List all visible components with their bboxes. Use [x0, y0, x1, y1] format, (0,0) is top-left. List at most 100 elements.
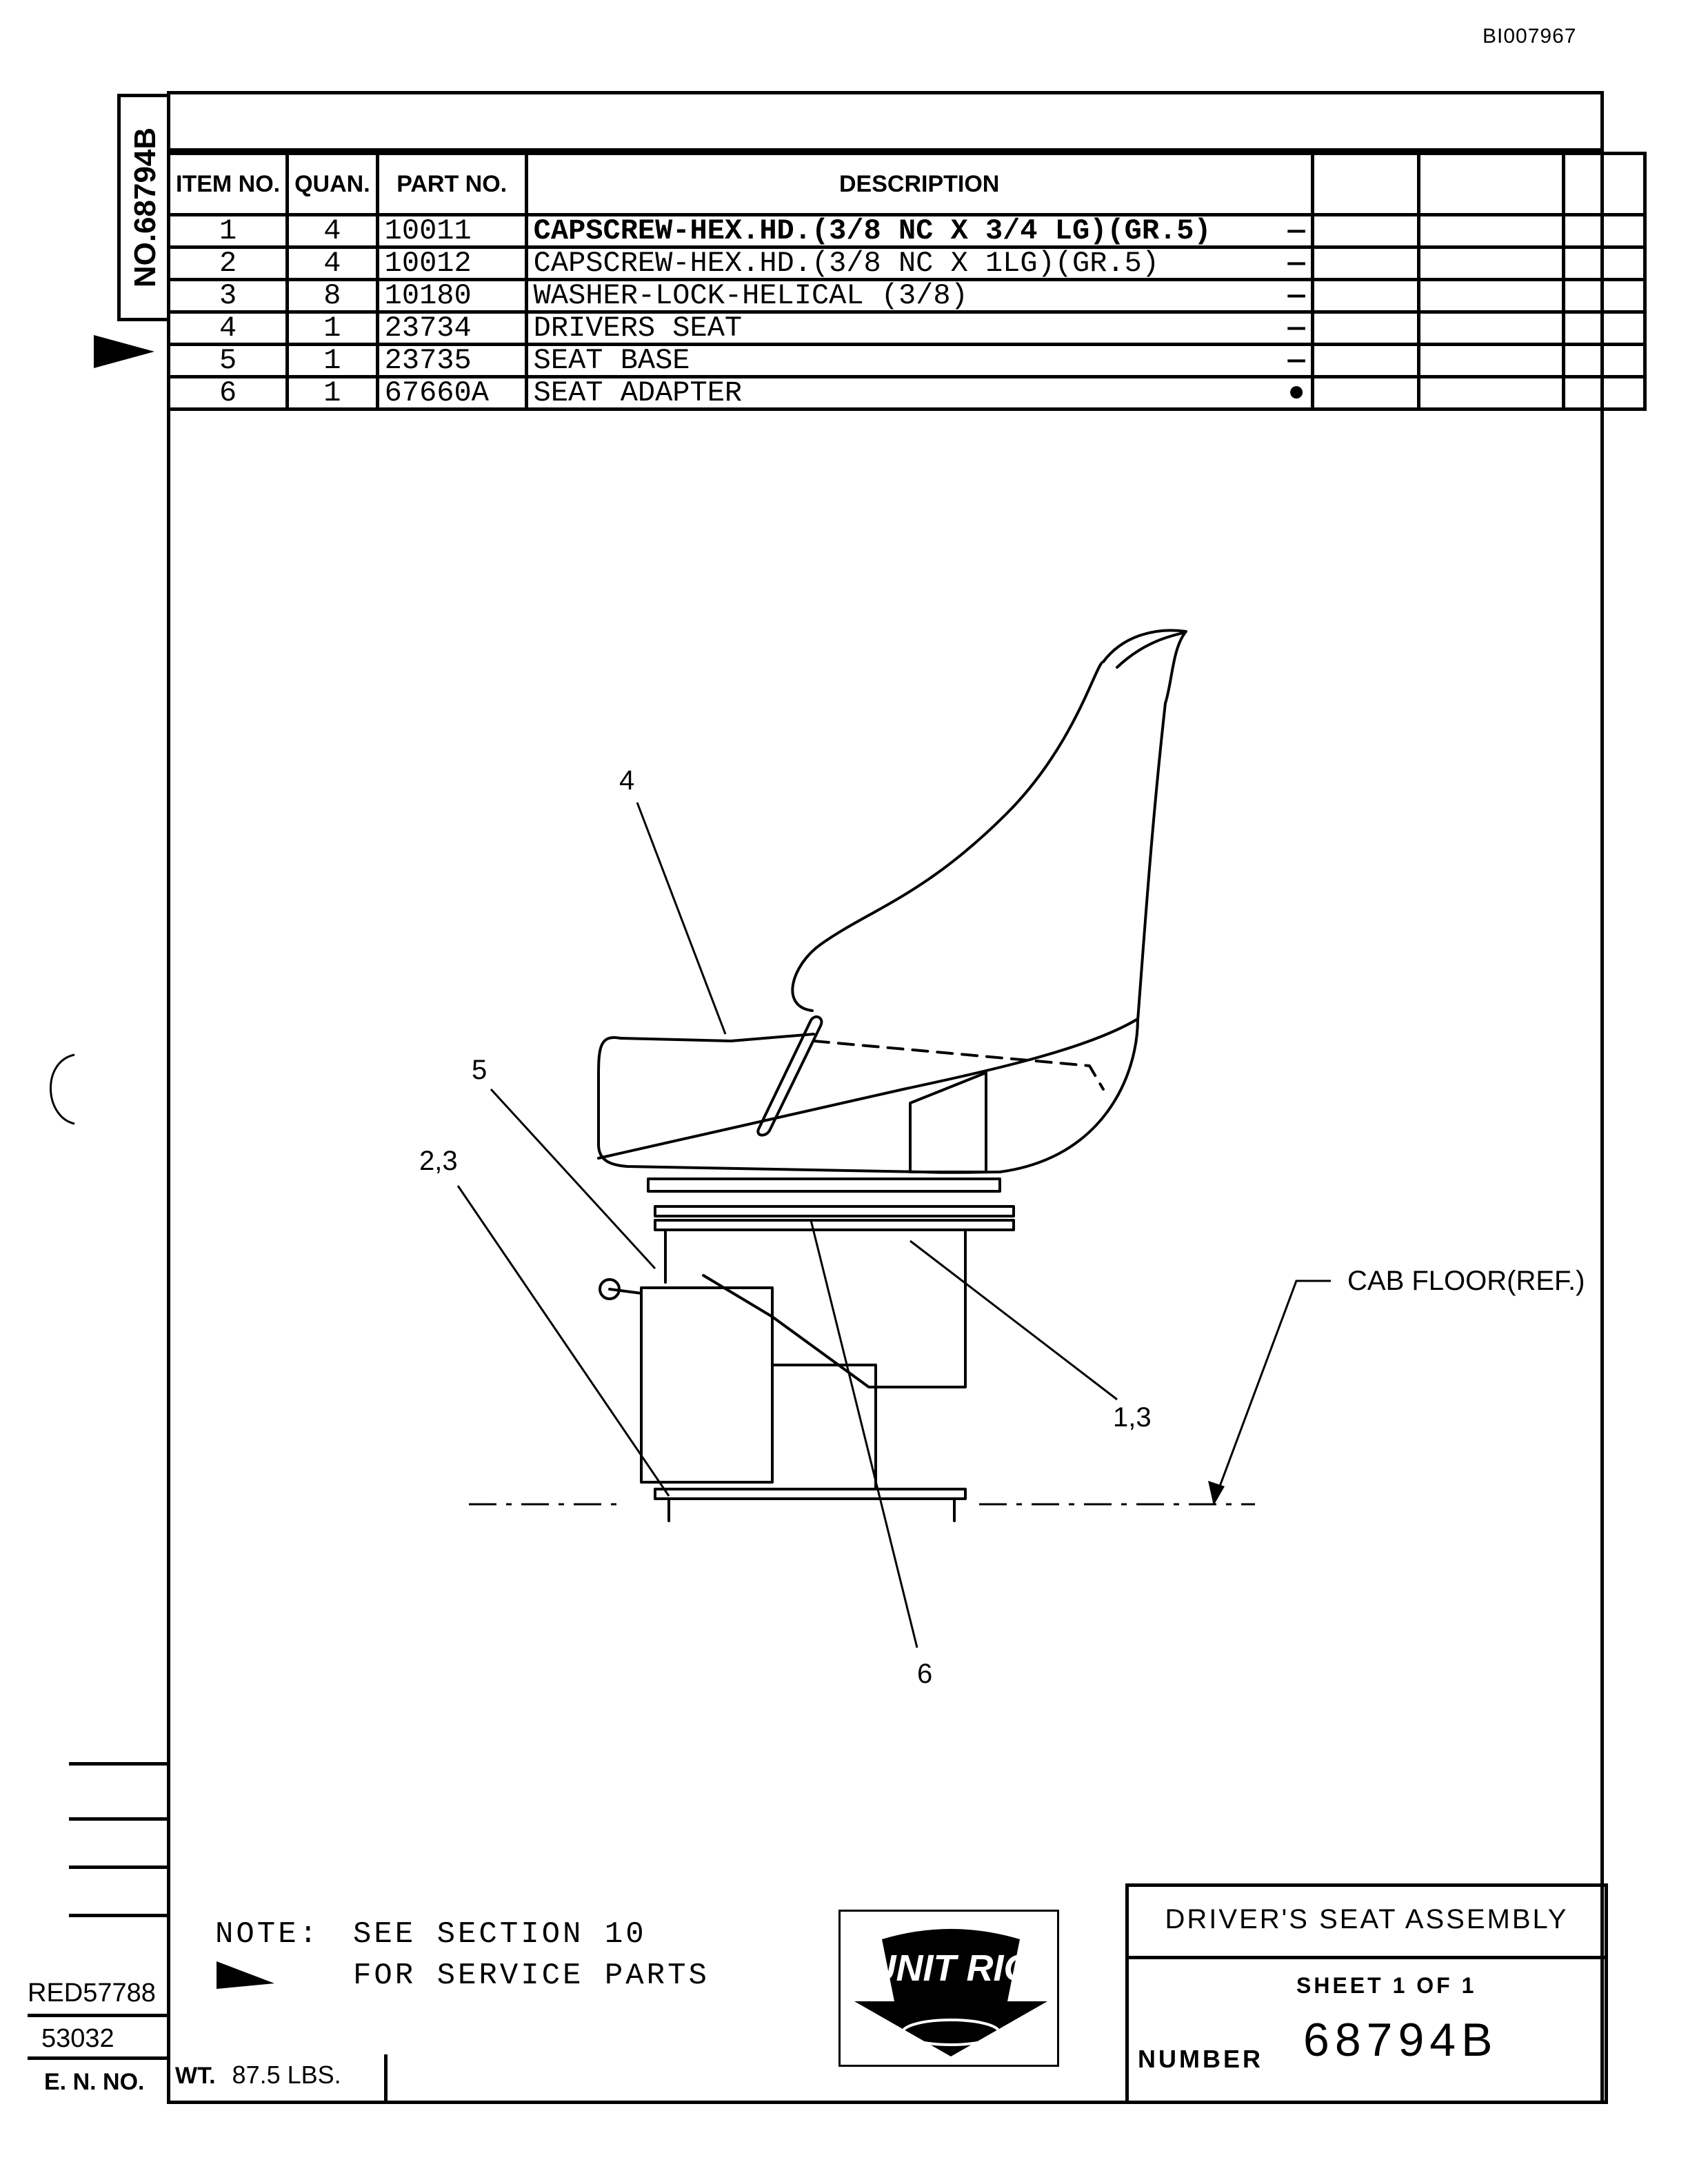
callout-1-3: 1,3 — [1113, 1402, 1152, 1433]
bom-header-item: ITEM NO. — [166, 152, 290, 216]
note-arrow-cell — [215, 1955, 353, 1996]
leader-23 — [456, 1185, 670, 1497]
leader-cabfloor — [1212, 1280, 1331, 1504]
leader-13 — [910, 1240, 1118, 1401]
bom-quan: 8 — [285, 278, 379, 314]
bom-desc-text: WASHER-LOCK-HELICAL (3/8) — [533, 279, 968, 312]
bom-item: 5 — [166, 343, 290, 378]
bom-blank — [1310, 343, 1420, 378]
bom-item: 4 — [166, 310, 290, 346]
bom-blank — [1561, 375, 1647, 411]
bom-part: 67660A — [375, 375, 528, 411]
divider — [69, 1866, 167, 1869]
bom-row: 4 1 23734 DRIVERS SEAT— — [166, 310, 1647, 346]
bom-desc-text: CAPSCREW-HEX.HD.(3/8 NC X 1LG)(GR.5) — [533, 247, 1160, 280]
bom-header-blank — [1310, 152, 1420, 216]
cab-floor-arrow-icon — [1208, 1481, 1225, 1506]
bom-desc-text: SEAT ADAPTER — [533, 376, 743, 410]
bom-desc-text: DRIVERS SEAT — [533, 312, 743, 345]
bom-header-part: PART NO. — [375, 152, 528, 216]
number-label: NUMBER — [1138, 2045, 1263, 2073]
bom-quan: 1 — [285, 310, 379, 346]
drawing-frame — [167, 91, 1604, 2104]
bom-part: 10180 — [375, 278, 528, 314]
bom-row: 1 4 10011 CAPSCREW-HEX.HD.(3/8 NC X 3/4 … — [166, 213, 1647, 249]
ref-row: 53032 — [28, 2017, 167, 2060]
seat-dashed — [812, 1040, 1105, 1091]
bom-item: 2 — [166, 245, 290, 281]
divider — [69, 1817, 167, 1821]
bom-row: 3 8 10180 WASHER-LOCK-HELICAL (3/8) — — [166, 278, 1647, 314]
title-block — [1125, 1883, 1608, 2104]
bom-blank — [1416, 245, 1565, 281]
bom-desc-text: SEAT BASE — [533, 344, 690, 377]
callout-5: 5 — [472, 1055, 488, 1085]
weight-label: WT. — [175, 2063, 216, 2089]
bom-desc-text: CAPSCREW-HEX.HD.(3/8 NC X 3/4 LG)(GR.5) — [533, 214, 1212, 247]
bom-part: 10012 — [375, 245, 528, 281]
callout-2-3: 2,3 — [419, 1146, 458, 1176]
ref-row: RED57788 — [28, 1969, 167, 2017]
note-line-2: FOR SERVICE PARTS — [353, 1959, 710, 1993]
bom-part: 10011 — [375, 213, 528, 249]
bom-desc: DRIVERS SEAT— — [524, 310, 1314, 346]
bom-blank — [1416, 343, 1565, 378]
logo-graphic: UNIT RIG — [854, 1929, 1047, 2056]
bom-blank — [1310, 245, 1420, 281]
seat-shell-lower — [597, 1018, 1139, 1160]
bom-mark: — — [1287, 214, 1305, 247]
leader-6 — [810, 1220, 918, 1648]
bom-desc: SEAT BASE — — [524, 343, 1314, 378]
bom-header-quan: QUAN. — [285, 152, 379, 216]
left-revision-block: RED57788 53032 E. N. NO. — [28, 1762, 167, 2104]
bom-blank — [1416, 310, 1565, 346]
seat-backrest-inner — [1116, 631, 1185, 669]
bom-header-blank — [1416, 152, 1565, 216]
seat-slide-bracket — [909, 1071, 987, 1173]
seat-shell-rear — [998, 1018, 1139, 1173]
bom-mark: — — [1287, 279, 1305, 312]
seat-base-frame — [667, 1228, 967, 1388]
leader-5 — [490, 1088, 656, 1270]
bom-mark: — — [1287, 247, 1305, 280]
drawing-title: DRIVER'S SEAT ASSEMBLY — [1125, 1883, 1608, 1959]
bom-blank — [1310, 213, 1420, 249]
callout-4: 4 — [619, 765, 635, 796]
top-strip — [167, 91, 1604, 152]
cab-floor-label: CAB FLOOR(REF.) — [1347, 1266, 1585, 1296]
margin-arc — [50, 1053, 75, 1125]
leader-4 — [636, 802, 727, 1035]
bom-row: 6 1 67660A SEAT ADAPTER● — [166, 375, 1647, 411]
bom-header-desc: DESCRIPTION — [524, 152, 1314, 216]
bom-blank — [1416, 278, 1565, 314]
bom-item: 3 — [166, 278, 290, 314]
bill-of-materials: ITEM NO. QUAN. PART NO. DESCRIPTION 1 4 … — [166, 152, 1647, 411]
bom-blank — [1416, 375, 1565, 411]
note-label: NOTE: — [215, 1917, 321, 1952]
logo-text: UNIT RIG — [870, 1948, 1033, 1989]
bom-blank — [1561, 213, 1647, 249]
seat-base-block — [640, 1286, 774, 1484]
en-label: E. N. NO. — [44, 2069, 145, 2095]
seat-handle — [756, 1015, 823, 1137]
bom-blank — [1561, 343, 1647, 378]
bom-quan: 4 — [285, 213, 379, 249]
seat-adapter-leg — [771, 1364, 877, 1490]
seat-rail-2 — [654, 1205, 1015, 1217]
bom-header-row: ITEM NO. QUAN. PART NO. DESCRIPTION — [166, 152, 1647, 216]
note: NOTE: SEE SECTION 10 FOR SERVICE PARTS — [215, 1914, 710, 1996]
bom-mark: — — [1287, 344, 1305, 377]
weight-value: 87.5 LBS. — [232, 2061, 341, 2089]
bom-blank — [1416, 213, 1565, 249]
seat-rail-1 — [647, 1177, 1001, 1193]
unit-rig-logo: UNIT RIG — [838, 1910, 1059, 2067]
divider — [69, 1762, 167, 1766]
bom-row: 5 1 23735 SEAT BASE— — [166, 343, 1647, 378]
bom-desc: CAPSCREW-HEX.HD.(3/8 NC X 3/4 LG)(GR.5) — — [524, 213, 1314, 249]
side-tab: NO.68794B — [117, 94, 170, 321]
bom-quan: 1 — [285, 343, 379, 378]
bom-blank — [1561, 245, 1647, 281]
note-line-1: SEE SECTION 10 — [353, 1917, 647, 1952]
bom-blank — [1561, 310, 1647, 346]
